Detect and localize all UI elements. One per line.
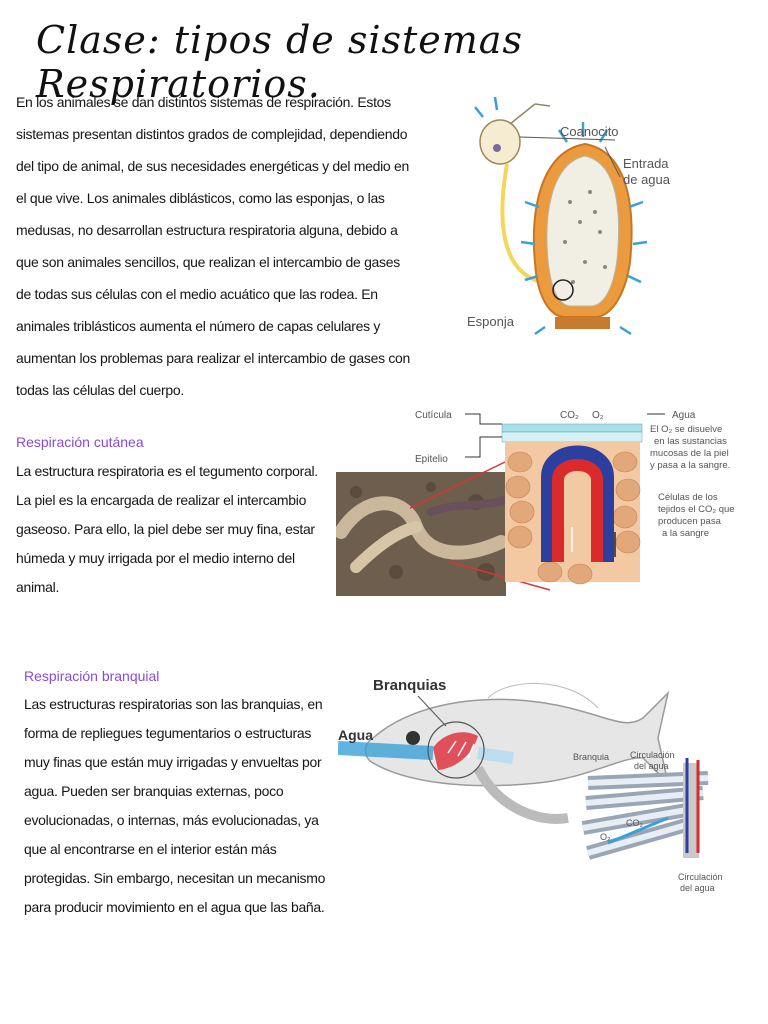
- label-entrada-2: de agua: [623, 172, 671, 187]
- label-coanocito: Coanocito: [560, 124, 619, 139]
- sponge-base: [555, 317, 610, 329]
- note-co2-line-1: Células de los: [658, 492, 718, 503]
- label-esponja: Esponja: [467, 314, 515, 329]
- choanocyte-cell: [479, 119, 521, 165]
- note-o2-line-1: El O₂ se disuelve: [650, 424, 722, 435]
- label-co2-fish: CO₂: [626, 818, 644, 828]
- note-co2-line-3: producen pasa: [658, 516, 722, 527]
- circ-agua-top-1: Circulación: [630, 750, 675, 760]
- label-agua-fish: Agua: [338, 727, 373, 743]
- heading-respiracion-cutanea: Respiración cutánea: [16, 434, 144, 450]
- label-epitelio: Epitelio: [415, 454, 448, 465]
- heading-respiracion-branquial: Respiración branquial: [24, 668, 160, 684]
- note-co2-line-4: a la sangre: [662, 528, 709, 539]
- circ-agua-bottom-1: Circulación: [678, 872, 723, 882]
- note-o2-line-2: en las sustancias: [654, 436, 727, 447]
- label-co2: CO₂: [560, 410, 579, 421]
- label-branquias: Branquias: [373, 677, 446, 694]
- note-o2-line-4: y pasa a la sangre.: [650, 460, 730, 471]
- fish-gill-diagram: Branquias Agua Branquia Circulación del …: [338, 668, 738, 898]
- circ-agua-top-2: del agua: [634, 761, 669, 771]
- gill-filaments: [581, 758, 709, 860]
- skin-diagram: Cutícula Epitelio CO₂ O₂ Agua El O₂ se d…: [410, 402, 760, 592]
- label-entrada-1: Entrada: [623, 156, 669, 171]
- label-branquia: Branquia: [573, 752, 609, 762]
- label-agua-skin: Agua: [672, 410, 696, 421]
- sponge-figure: Coanocito Entrada de agua Esponja: [455, 92, 715, 342]
- earthworm-photo: [336, 472, 506, 596]
- intro-paragraph: En los animales se dan distintos sistema…: [16, 94, 411, 398]
- label-o2: O₂: [592, 410, 604, 421]
- cutanea-paragraph: La estructura respiratoria es el tegumen…: [16, 463, 318, 595]
- note-o2-line-3: mucosas de la piel: [650, 448, 729, 459]
- label-o2-fish: O₂: [600, 832, 611, 842]
- label-cuticula: Cutícula: [415, 410, 452, 421]
- circ-agua-bottom-2: del agua: [680, 883, 715, 893]
- branquial-paragraph: Las estructuras respiratorias son las br…: [24, 696, 326, 915]
- note-co2-line-2: tejidos el CO₂ que: [658, 504, 735, 515]
- page-title: Clase: tipos de sistemas Respiratorios.: [36, 18, 523, 106]
